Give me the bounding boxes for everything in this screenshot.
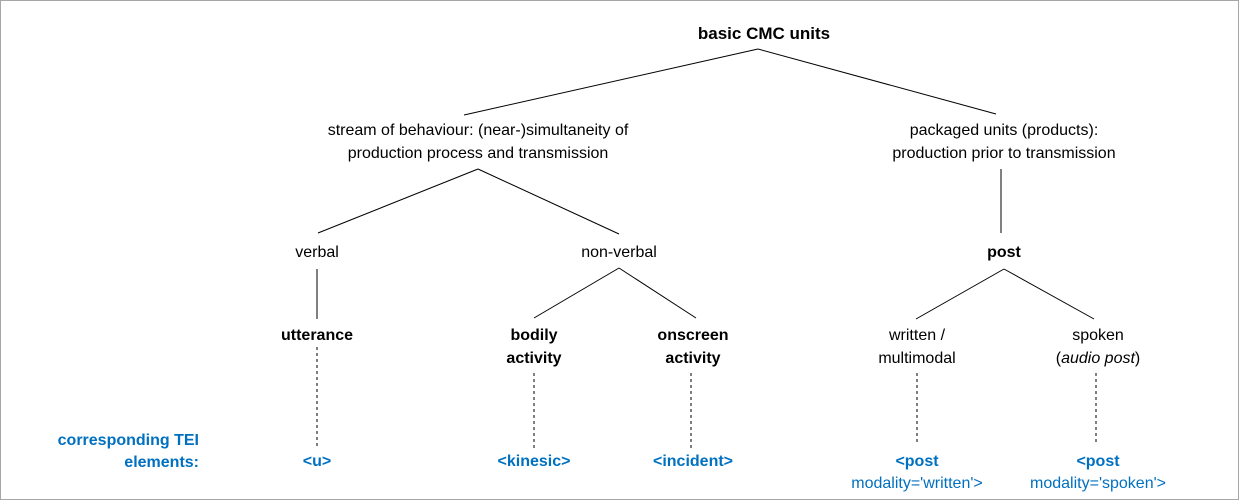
tei-element-incident: <incident> — [652, 453, 734, 470]
node-bodily-activity: bodily activity — [506, 324, 561, 370]
tei-post-spoken-line1: <post — [1076, 453, 1120, 470]
tei-element-post-written: <post modality='written'> — [851, 450, 983, 494]
node-basic-cmc-units: basic CMC units — [697, 24, 831, 43]
tei-element-kinesic: <kinesic> — [497, 453, 571, 470]
tei-element-u: <u> — [302, 453, 332, 470]
node-written-line1: written / — [888, 327, 946, 344]
tei-post-written-line1: <post — [895, 453, 939, 470]
node-bodily-line1: bodily — [510, 327, 558, 344]
tei-element-post-spoken: <post modality='spoken'> — [1030, 450, 1166, 494]
node-verbal: verbal — [295, 244, 339, 261]
node-packaged-units: packaged units (products): production pr… — [892, 119, 1115, 165]
node-packaged-line2: production prior to transmission — [892, 145, 1116, 162]
node-spoken-audio-post: spoken (audio post) — [1056, 324, 1141, 370]
node-stream-of-behaviour: stream of behaviour: (near-)simultaneity… — [328, 119, 629, 165]
node-utterance: utterance — [280, 327, 354, 344]
node-onscreen-line1: onscreen — [657, 327, 729, 344]
node-stream-line1: stream of behaviour: (near-)simultaneity… — [327, 122, 629, 139]
node-stream-line2: production process and transmission — [347, 145, 609, 162]
node-written-multimodal: written / multimodal — [878, 324, 955, 370]
node-spoken-line2: (audio post) — [1055, 350, 1141, 367]
node-post: post — [987, 244, 1021, 261]
node-onscreen-activity: onscreen activity — [657, 324, 728, 370]
node-onscreen-line2: activity — [665, 350, 721, 367]
tei-post-written-line2: modality='written'> — [851, 475, 983, 492]
node-spoken-italic: audio post — [1061, 350, 1135, 367]
tei-caption: corresponding TEI elements: — [19, 430, 199, 474]
node-written-line2: multimodal — [878, 350, 956, 367]
tei-caption-line2: elements: — [124, 454, 199, 471]
tei-post-spoken-line2: modality='spoken'> — [1030, 475, 1166, 492]
node-spoken-line1: spoken — [1072, 327, 1124, 344]
node-bodily-line2: activity — [506, 350, 562, 367]
tei-caption-line1: corresponding TEI — [57, 432, 199, 449]
node-non-verbal: non-verbal — [581, 244, 657, 261]
node-packaged-line1: packaged units (products): — [909, 122, 1099, 139]
